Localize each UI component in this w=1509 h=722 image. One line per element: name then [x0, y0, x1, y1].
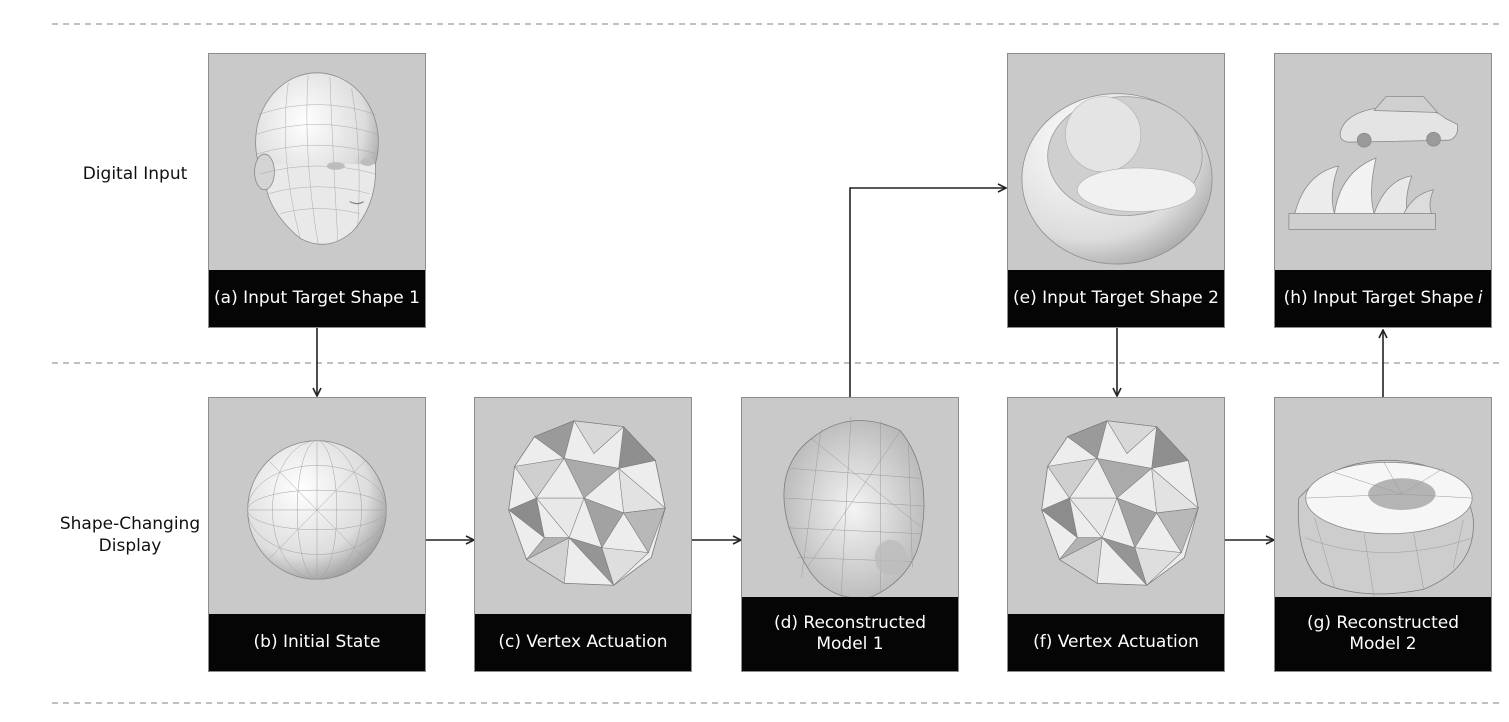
caption-c: (c) Vertex Actuation: [475, 614, 691, 671]
row-label-line-2: Display: [98, 536, 162, 556]
reconstructed-chair-mesh-image: [1297, 460, 1474, 598]
head-wireframe-image: [254, 72, 379, 245]
car-model: [1339, 96, 1459, 148]
caption-g-line-2: Model 2: [1349, 634, 1417, 654]
caption-h-text: (h) Input Target Shape: [1283, 288, 1474, 308]
caption-e: (e) Input Target Shape 2: [1008, 270, 1224, 327]
panel-e-input-target-shape-2: (e) Input Target Shape 2: [1007, 53, 1225, 328]
egg-chair-image: [1021, 93, 1213, 265]
caption-h: (h) Input Target Shape i: [1275, 270, 1491, 327]
caption-b: (b) Initial State: [209, 614, 425, 671]
row-label-shape-changing-display: Shape-Changing Display: [40, 513, 220, 557]
panel-d-reconstructed-model-1: (d) Reconstructed Model 1: [741, 397, 959, 672]
opera-house-model: [1288, 157, 1436, 230]
reconstructed-head-mesh-image: [783, 416, 925, 599]
row-label-digital-input: Digital Input: [82, 164, 188, 184]
panel-c-vertex-actuation: (c) Vertex Actuation: [474, 397, 692, 672]
arrow-d-to-e: [849, 188, 1006, 397]
caption-d-line-2: Model 1: [816, 634, 884, 654]
caption-a: (a) Input Target Shape 1: [209, 270, 425, 327]
caption-f: (f) Vertex Actuation: [1008, 614, 1224, 671]
caption-d-line-1: (d) Reconstructed: [773, 613, 927, 633]
triangulated-sphere-image: [247, 440, 387, 580]
panel-a-input-target-shape-1: (a) Input Target Shape 1: [208, 53, 426, 328]
actuated-mesh-image: [508, 420, 666, 586]
panel-f-vertex-actuation: (f) Vertex Actuation: [1007, 397, 1225, 672]
row-label-line-1: Shape-Changing: [59, 514, 201, 534]
car-and-opera-house-image: [1288, 96, 1459, 230]
caption-d: (d) Reconstructed Model 1: [742, 597, 958, 671]
actuated-mesh-image-2: [1041, 420, 1199, 586]
caption-h-italic: i: [1477, 288, 1483, 308]
caption-g: (g) Reconstructed Model 2: [1275, 597, 1491, 671]
panel-g-reconstructed-model-2: (g) Reconstructed Model 2: [1274, 397, 1492, 672]
caption-g-line-1: (g) Reconstructed: [1306, 613, 1460, 633]
panel-b-initial-state: (b) Initial State: [208, 397, 426, 672]
panel-h-input-target-shape-i: (h) Input Target Shape i: [1274, 53, 1492, 328]
